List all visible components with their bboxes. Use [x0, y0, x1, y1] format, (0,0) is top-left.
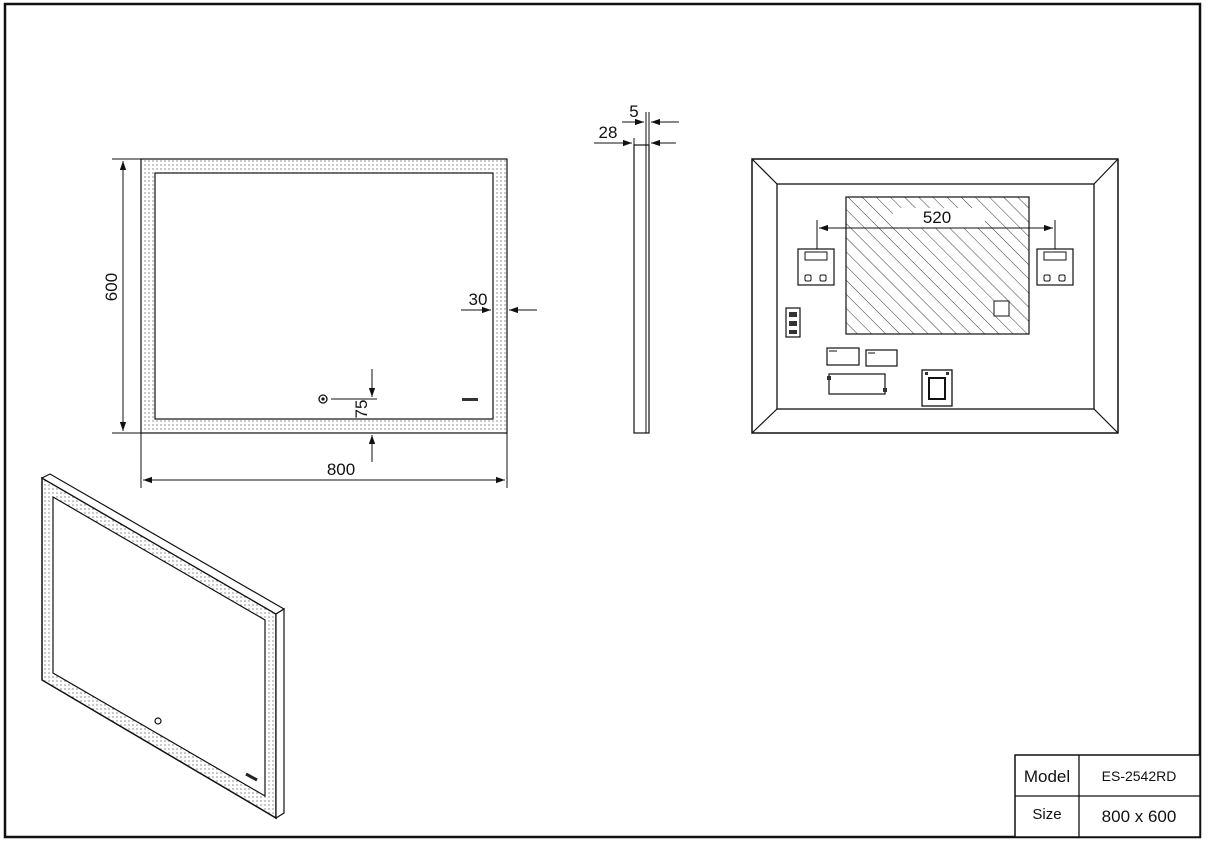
dim-border-label: 30 — [469, 290, 488, 309]
bracket-left — [797, 248, 835, 286]
back-inner-panel — [776, 183, 1095, 410]
dim-offset-label: 75 — [352, 400, 371, 419]
bracket-right — [1036, 248, 1074, 286]
sheet-border — [3, 2, 1202, 839]
model-label: Model — [1024, 767, 1070, 786]
size-value: 800 x 600 — [1102, 807, 1177, 826]
side-view: 28 5 — [594, 102, 679, 434]
dim-width-label: 800 — [327, 460, 355, 479]
back-view: 520 — [751, 158, 1119, 434]
power-touch-icon — [318, 394, 328, 404]
dim-bracket-label: 520 — [923, 208, 951, 227]
title-block: Model ES-2542RD Size 800 x 600 — [1014, 754, 1201, 838]
socket-box — [921, 369, 953, 407]
side-profile — [633, 144, 650, 434]
switch-module — [785, 307, 801, 338]
front-view: 600 800 30 75 — [102, 158, 537, 488]
driver-box-1 — [826, 347, 860, 366]
driver-box-2 — [865, 349, 898, 367]
logo-mark — [462, 398, 478, 401]
persp-glass — [52, 495, 266, 798]
model-value: ES-2542RD — [1102, 768, 1177, 784]
size-label: Size — [1032, 806, 1061, 823]
persp-touch-icon — [154, 717, 162, 725]
dim-glass-label: 5 — [629, 102, 638, 121]
dim-height-label: 600 — [102, 273, 121, 301]
dim-depth-label: 28 — [599, 123, 618, 142]
perspective-view — [40, 473, 286, 820]
driver-box-3 — [827, 373, 887, 395]
persp-side-edge — [275, 607, 285, 820]
persp-logo-mark — [245, 772, 258, 782]
front-glass — [154, 172, 494, 420]
